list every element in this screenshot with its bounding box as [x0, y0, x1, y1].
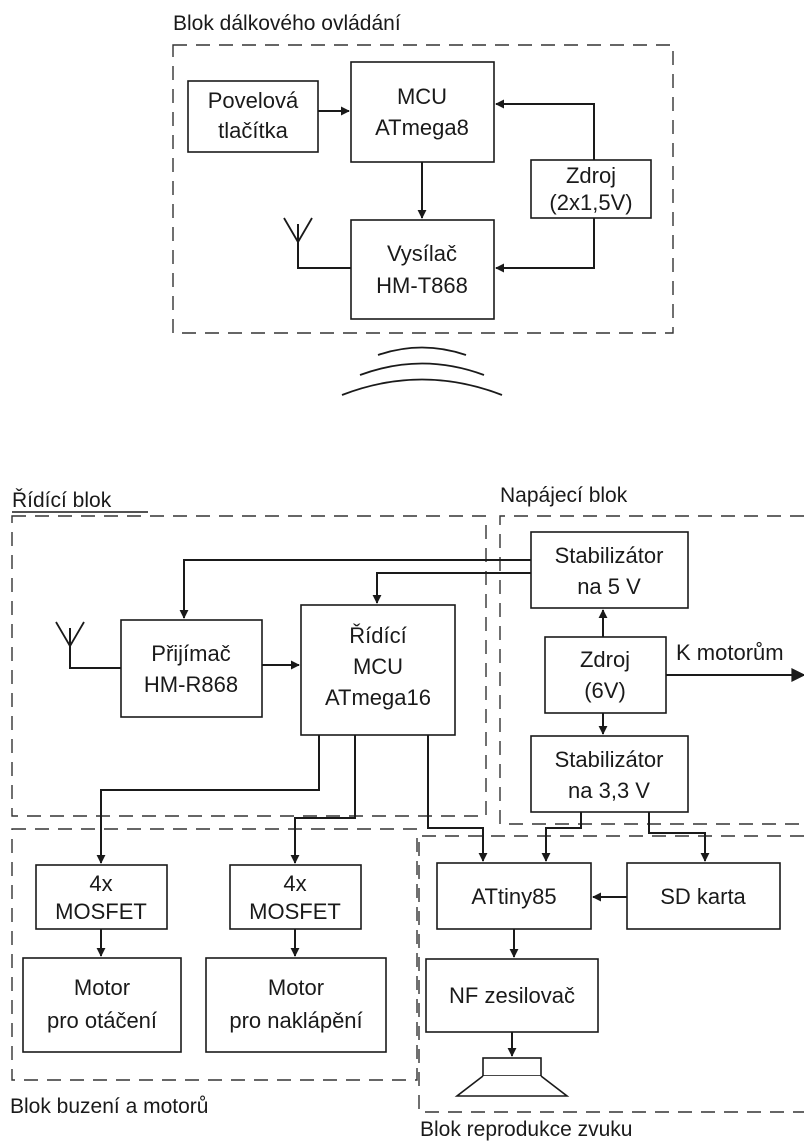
svg-text:4x: 4x — [89, 871, 112, 896]
speaker-icon — [454, 1057, 570, 1097]
mosfet1-block: 4x MOSFET — [35, 864, 168, 930]
svg-text:Zdroj: Zdroj — [580, 647, 630, 672]
wire-mcu-to-attiny — [427, 735, 488, 862]
svg-text:Přijímač: Přijímač — [151, 641, 230, 666]
svg-text:(2x1,5V): (2x1,5V) — [549, 190, 632, 215]
antenna-icon — [55, 621, 85, 647]
svg-text:Zdroj: Zdroj — [566, 163, 616, 188]
svg-text:Motor: Motor — [268, 975, 324, 1000]
svg-text:Stabilizátor: Stabilizátor — [555, 747, 664, 772]
svg-text:4x: 4x — [283, 871, 306, 896]
wire-transmitter-antenna — [297, 224, 351, 269]
sound-group-outline — [418, 835, 804, 1113]
svg-text:(6V): (6V) — [584, 678, 626, 703]
svg-text:pro naklápění: pro naklápění — [229, 1008, 362, 1033]
wire-source-to-transmitter — [495, 218, 595, 273]
svg-text:MCU: MCU — [397, 84, 447, 109]
motor-rotation-block: Motor pro otáčení — [22, 957, 182, 1053]
svg-text:pro otáčení: pro otáčení — [47, 1008, 157, 1033]
main-mcu-block: Řídící MCU ATmega16 — [300, 604, 456, 736]
svg-text:MCU: MCU — [353, 654, 403, 679]
svg-text:ATmega16: ATmega16 — [325, 685, 431, 710]
source-main-block: Zdroj (6V) — [544, 636, 667, 714]
source-remote-block: Zdroj (2x1,5V) — [530, 159, 652, 219]
svg-text:MOSFET: MOSFET — [249, 899, 341, 924]
svg-text:ATtiny85: ATtiny85 — [471, 884, 556, 909]
sdcard-block: SD karta — [626, 862, 781, 930]
control-group-title: Řídící blok — [12, 489, 112, 512]
svg-text:na 5 V: na 5 V — [577, 574, 641, 599]
antenna-icon — [283, 217, 313, 243]
svg-text:Motor: Motor — [74, 975, 130, 1000]
stab33-block: Stabilizátor na 3,3 V — [530, 735, 689, 813]
svg-text:na 3,3 V: na 3,3 V — [568, 778, 650, 803]
wire-mcu-to-mosfet1 — [96, 735, 320, 864]
power-group-title: Napájecí blok — [500, 484, 628, 507]
buttons-block: Povelová tlačítka — [187, 80, 319, 153]
control-group-outline — [11, 515, 487, 817]
svg-text:HM-R868: HM-R868 — [144, 672, 238, 697]
wire-33v-to-attiny — [541, 812, 582, 862]
remote-group-title: Blok dálkového ovládání — [173, 12, 401, 35]
wire-5v-to-receiver — [179, 559, 531, 619]
mosfet2-block: 4x MOSFET — [229, 864, 362, 930]
drive-group-title: Blok buzení a motorů — [10, 1095, 208, 1118]
wire-5v-to-mcu — [372, 572, 531, 604]
power-group-outline — [499, 515, 804, 825]
stab5-block: Stabilizátor na 5 V — [530, 531, 689, 609]
svg-text:HM-T868: HM-T868 — [376, 273, 468, 298]
transmitter-block: Vysílač HM-T868 — [350, 219, 495, 320]
svg-text:MOSFET: MOSFET — [55, 899, 147, 924]
to-motors-label: K motorům — [676, 640, 784, 665]
sound-group-title: Blok reprodukce zvuku — [420, 1118, 632, 1141]
wire-source-to-mcu — [495, 99, 595, 160]
svg-text:Stabilizátor: Stabilizátor — [555, 543, 664, 568]
svg-text:Vysílač: Vysílač — [387, 241, 457, 266]
radio-waves-icon — [341, 346, 503, 396]
svg-text:NF zesilovač: NF zesilovač — [449, 983, 575, 1008]
svg-text:SD karta: SD karta — [660, 884, 746, 909]
drive-group-outline — [11, 828, 418, 1081]
amplifier-block: NF zesilovač — [425, 958, 599, 1033]
remote-group-outline — [172, 44, 674, 334]
receiver-block: Přijímač HM-R868 — [120, 619, 263, 718]
attiny-block: ATtiny85 — [436, 862, 592, 930]
motor-tilt-block: Motor pro naklápění — [205, 957, 387, 1053]
mcu-remote-block: MCU ATmega8 — [350, 61, 495, 163]
wire-33v-to-sdcard — [648, 812, 710, 862]
svg-text:Povelová: Povelová — [208, 88, 299, 113]
svg-text:ATmega8: ATmega8 — [375, 115, 469, 140]
svg-text:Řídící: Řídící — [349, 623, 406, 648]
wire-mcu-to-mosfet2 — [290, 735, 356, 864]
svg-text:tlačítka: tlačítka — [218, 118, 288, 143]
